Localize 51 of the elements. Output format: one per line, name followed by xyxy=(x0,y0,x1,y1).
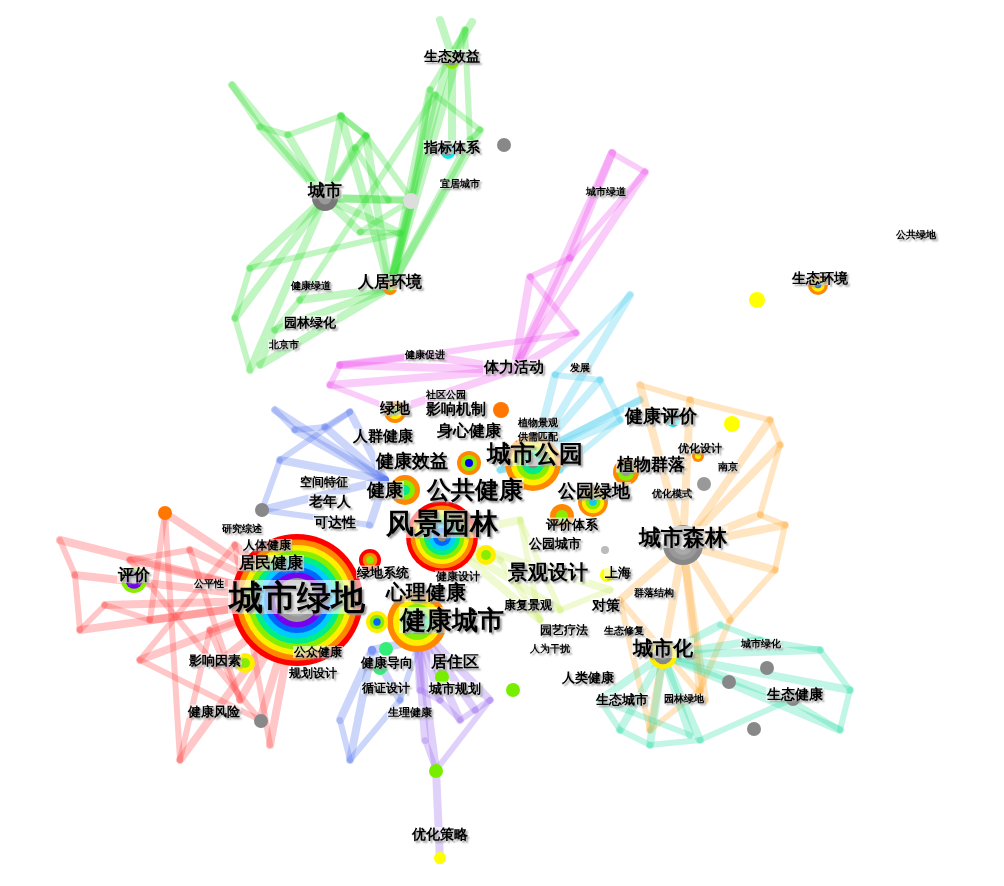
keyword-label: 城市规划 xyxy=(428,681,482,695)
keyword-label: 健康 xyxy=(366,481,404,499)
keyword-label: 城市 xyxy=(307,181,343,199)
keyword-label: 群落结构 xyxy=(633,588,675,598)
keyword-label: 南京 xyxy=(717,462,739,472)
keyword-label: 城市化 xyxy=(632,638,694,658)
keyword-label: 公园城市 xyxy=(528,536,582,550)
keyword-label: 生态环境 xyxy=(791,271,849,285)
keyword-label: 生态效益 xyxy=(423,49,481,63)
keyword-label: 城市绿化 xyxy=(740,639,782,649)
keyword-label: 健康城市 xyxy=(399,607,505,633)
keyword-label: 身心健康 xyxy=(436,423,502,439)
keyword-label: 评价 xyxy=(117,567,151,583)
keyword-label: 风景园林 xyxy=(385,510,499,538)
keyword-label: 公共健康 xyxy=(426,478,524,502)
keyword-label: 体力活动 xyxy=(483,359,545,375)
keyword-label: 城市森林 xyxy=(638,526,728,548)
keyword-label: 城市绿地 xyxy=(228,580,366,614)
keyword-label: 园林绿化 xyxy=(283,315,337,329)
keyword-label: 规划设计 xyxy=(288,667,338,679)
keyword-label: 健康评价 xyxy=(624,407,698,425)
keyword-label: 生态城市 xyxy=(595,692,649,706)
keyword-label: 健康效益 xyxy=(375,452,449,470)
keyword-label: 绿地系统 xyxy=(356,565,410,579)
keyword-label: 园艺疗法 xyxy=(539,624,589,636)
keyword-label: 健康风险 xyxy=(187,704,241,718)
keyword-label: 生态健康 xyxy=(766,687,824,701)
keyword-label: 公园绿地 xyxy=(557,482,631,500)
keyword-label: 对策 xyxy=(591,598,621,612)
keyword-label: 健康设计 xyxy=(435,570,481,582)
keyword-label: 景观设计 xyxy=(507,562,589,582)
keyword-label: 可达性 xyxy=(313,515,357,529)
keyword-label: 公平性 xyxy=(193,579,225,589)
keyword-label: 居民健康 xyxy=(238,555,304,571)
keyword-label: 宜居城市 xyxy=(439,179,481,189)
keyword-label: 公众健康 xyxy=(293,646,343,658)
keyword-label: 绿地 xyxy=(379,400,411,416)
keyword-label: 城市公园 xyxy=(486,442,584,466)
keyword-label: 健康导向 xyxy=(360,655,414,669)
keyword-label: 北京市 xyxy=(268,340,300,350)
keyword-label: 老年人 xyxy=(308,494,352,508)
keyword-label: 心理健康 xyxy=(385,582,467,602)
keyword-label: 居住区 xyxy=(430,654,480,670)
keyword-label: 人体健康 xyxy=(242,539,292,551)
keyword-label: 植物群落 xyxy=(616,455,686,473)
keyword-label: 优化策略 xyxy=(411,827,469,841)
keyword-label: 人类健康 xyxy=(561,670,615,684)
keyword-label: 空间特征 xyxy=(299,476,349,488)
keyword-label: 上海 xyxy=(604,565,632,579)
keyword-label: 循证设计 xyxy=(361,682,411,694)
keyword-label: 影响因素 xyxy=(188,653,242,667)
